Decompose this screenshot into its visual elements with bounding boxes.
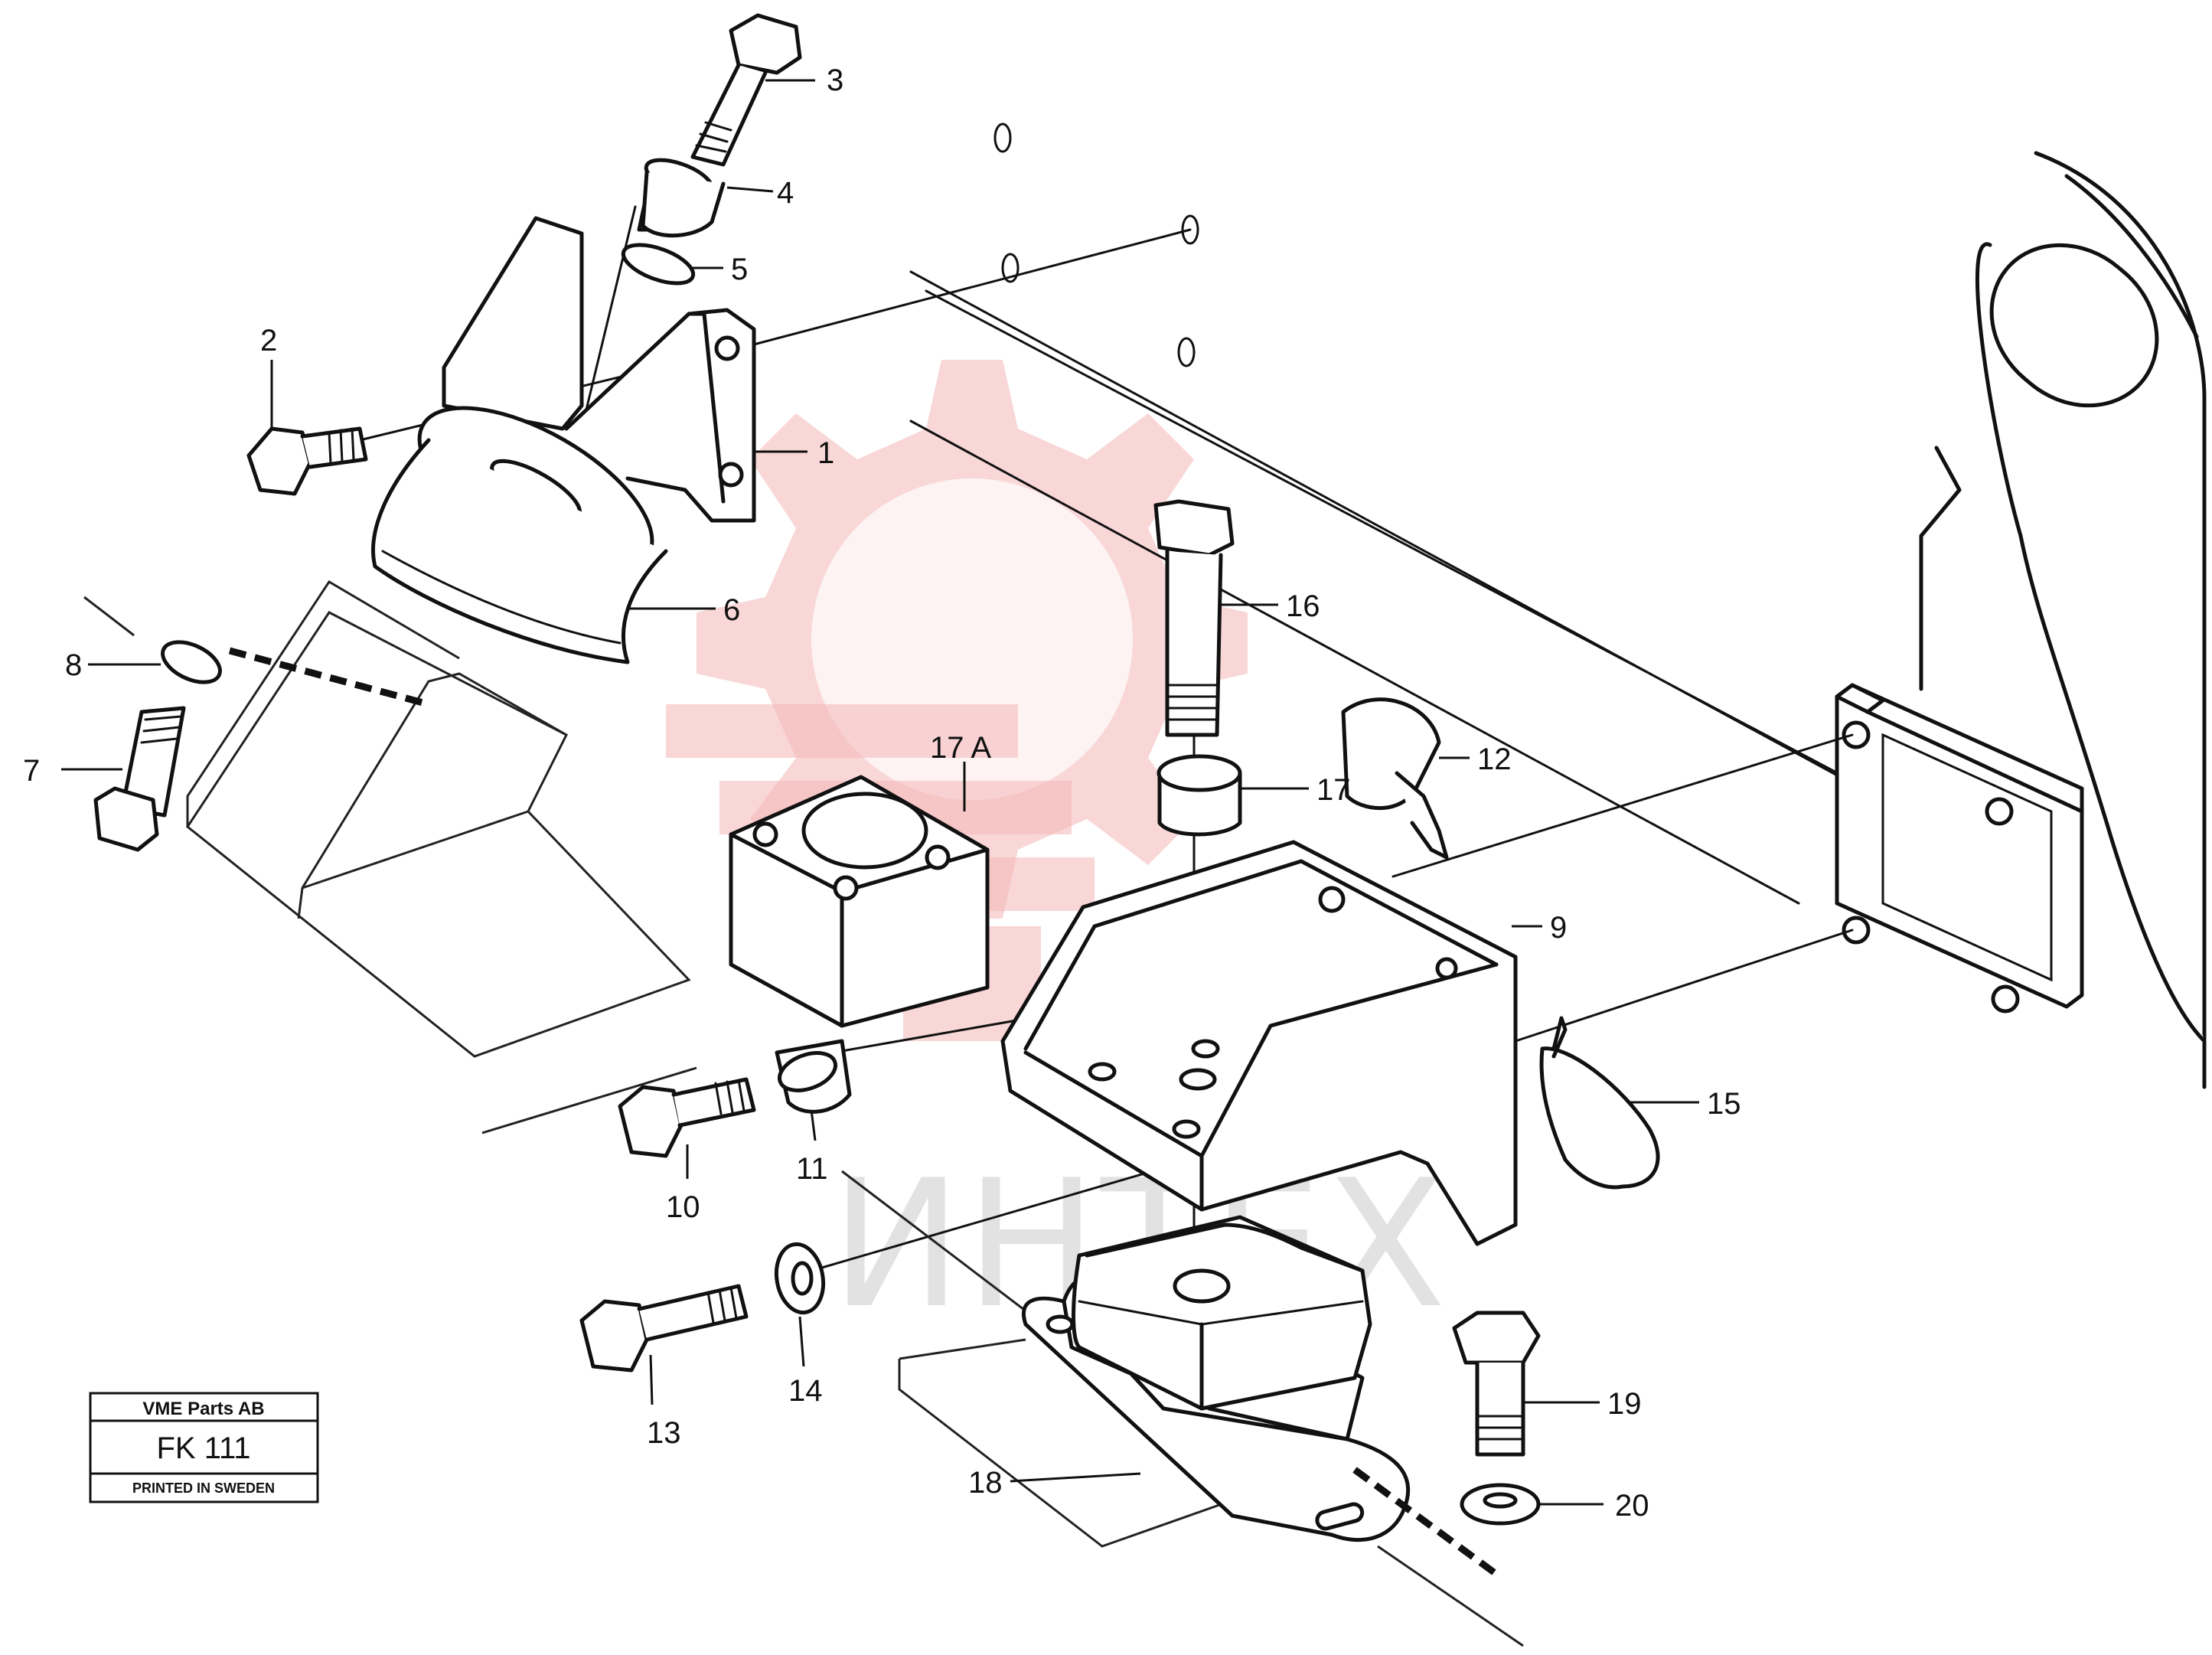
callout-3: 3 (827, 64, 843, 97)
callout-10: 10 (666, 1190, 700, 1224)
bracket-9 (1000, 840, 1518, 1246)
callout-9: 9 (1550, 911, 1567, 945)
callout-7: 7 (23, 754, 40, 788)
callout-4: 4 (777, 176, 794, 210)
callout-18: 18 (968, 1466, 1003, 1500)
callout-1: 1 (817, 436, 834, 470)
washer-14 (774, 1242, 826, 1315)
callout-8: 8 (65, 648, 82, 682)
oil-cup-12 (1341, 697, 1449, 860)
callout-12: 12 (1477, 743, 1512, 776)
leader-lines (61, 79, 1699, 1506)
washer-8 (161, 640, 222, 684)
title-plate: VME Parts AB FK 111 PRINTED IN SWEDEN (89, 1392, 319, 1503)
bushing-17 (1157, 754, 1242, 837)
washer-20 (1460, 1483, 1541, 1526)
plate-code: FK 111 (156, 1431, 250, 1465)
spacer-4 (637, 158, 726, 238)
bracket-1 (442, 216, 756, 523)
bolt-7 (93, 706, 186, 852)
block-17a (729, 775, 990, 1028)
bolt-16 (1153, 499, 1235, 737)
callout-14: 14 (788, 1374, 823, 1408)
callout-13: 13 (647, 1416, 681, 1450)
washer-5 (621, 243, 696, 286)
frame-bracket-left (83, 579, 697, 1134)
callout-20: 20 (1615, 1489, 1649, 1523)
assembly-dashed-line-8 (228, 647, 430, 708)
rubber-mount-18 (1022, 1215, 1411, 1542)
assembly-dashed-line-20 (1352, 1467, 1502, 1580)
bolt-3 (690, 13, 802, 167)
callout-19: 19 (1607, 1387, 1642, 1421)
engine-housing (1835, 151, 2207, 1089)
spacer-11 (775, 1039, 852, 1114)
callout-2: 2 (260, 324, 277, 357)
plate-printed: PRINTED IN SWEDEN (132, 1480, 275, 1496)
bolt-13 (579, 1284, 749, 1373)
bolt-19 (1452, 1311, 1541, 1457)
callout-16: 16 (1286, 589, 1320, 623)
callout-5: 5 (731, 253, 748, 286)
grease-cup-15 (1539, 1016, 1660, 1190)
plate-company: VME Parts AB (142, 1399, 264, 1419)
callout-11: 11 (796, 1152, 828, 1186)
frame-rail (909, 122, 1877, 905)
bolt-2 (246, 426, 368, 496)
bolt-10 (618, 1077, 756, 1158)
cushion-6 (371, 406, 668, 664)
callout-17a: 17 A (930, 731, 991, 765)
callout-6: 6 (723, 593, 740, 627)
callout-labels: 3 4 5 1 2 6 8 7 16 12 17 17 A 9 15 10 11… (23, 64, 1741, 1523)
callout-15: 15 (1707, 1087, 1741, 1121)
callout-17: 17 (1316, 773, 1351, 807)
frame-plate-right (841, 1170, 1524, 1647)
